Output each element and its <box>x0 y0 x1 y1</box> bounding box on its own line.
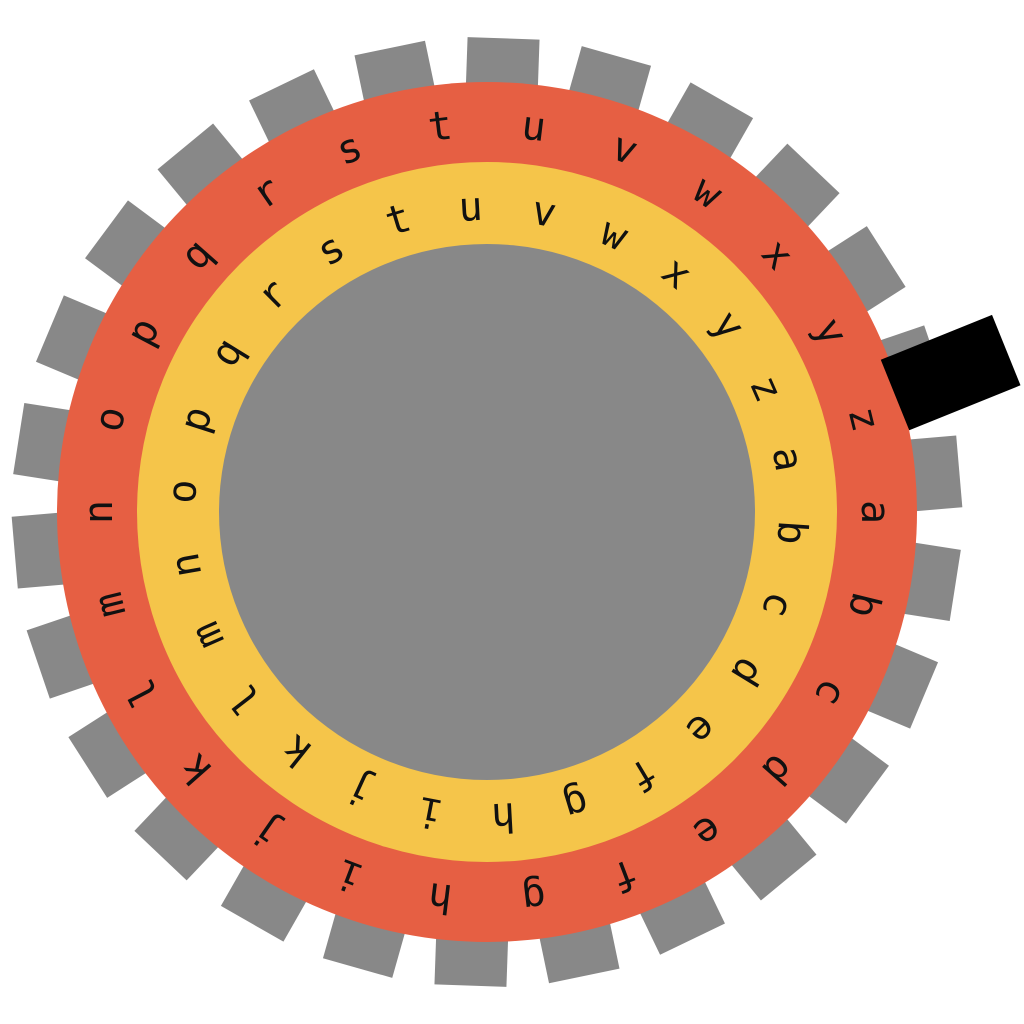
inner-letter-b: b <box>768 519 815 546</box>
outer-letter-n: n <box>76 500 122 524</box>
center-hub <box>219 244 755 780</box>
inner-letter-h: h <box>490 793 517 840</box>
outer-letter-u: u <box>519 103 548 152</box>
inner-letter-u: u <box>457 184 484 231</box>
outer-letter-t: t <box>425 103 454 152</box>
inner-letter-o: o <box>159 478 206 505</box>
outer-letter-a: a <box>852 500 898 524</box>
outer-letter-h: h <box>425 873 454 922</box>
pointer-bar-icon <box>880 314 1021 431</box>
outer-letter-g: g <box>519 873 548 922</box>
